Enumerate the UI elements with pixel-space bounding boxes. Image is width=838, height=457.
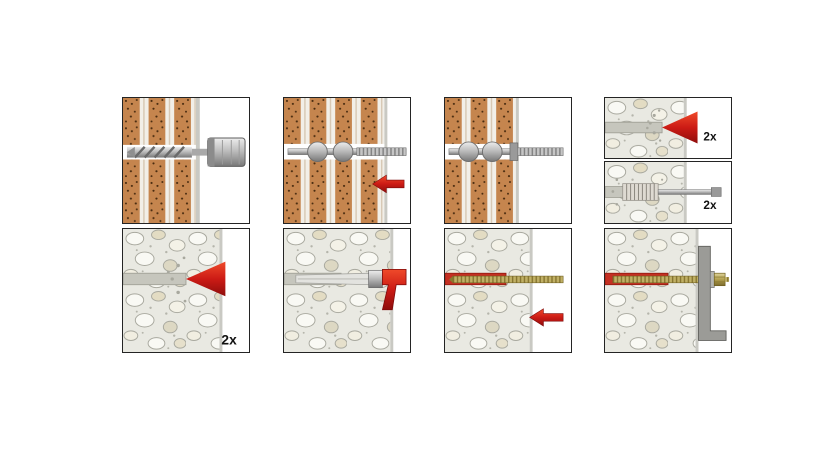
washer-icon [710,270,715,288]
concrete-wall [605,229,699,352]
fixture-bracket [698,245,727,341]
threaded-rod-icon [448,275,564,284]
concrete-wall [284,229,394,352]
repeat-count-label: 2x [703,131,717,144]
concrete-wall [445,229,533,352]
panel-step-4-brush: 2x [604,161,732,224]
brush-icon [622,183,722,201]
brick-wall [123,98,200,223]
insert-direction-arrow-icon [372,174,405,194]
rod-tip [725,277,730,282]
panel-step-6 [283,228,411,353]
sieve-anchor-icon [287,141,407,162]
repeat-count-label: 2x [221,332,237,347]
panel-step-5: 2x [122,228,250,353]
brick-wall [445,98,519,223]
panel-step-4-blow: 2x [604,97,732,159]
brick-wall [284,98,388,223]
panel-step-8 [604,228,732,353]
panel-step-7 [444,228,572,353]
threaded-rod-icon [612,275,700,284]
drilled-hole [123,272,187,286]
sieve-anchor-seated-icon [448,141,564,162]
concrete-wall [123,229,223,352]
panel-step-2 [283,97,411,224]
panel-step-3 [444,97,572,224]
repeat-count-label: 2x [703,198,717,212]
dust-spray-dots [646,109,662,142]
blow-pump-icon [186,261,226,297]
injection-gun-icon [295,268,407,311]
insert-direction-arrow-icon [529,308,564,327]
drill-bit-icon [126,146,208,159]
hex-nut-icon [713,272,726,287]
panel-step-4: 2x 2x [604,97,732,224]
dust-spray-dots [611,178,664,206]
drill-chuck-icon [207,137,246,167]
drilled-hole [605,121,663,134]
blow-pump-icon [662,111,698,144]
dust-spray-dots [166,256,187,303]
panel-step-1 [122,97,250,224]
